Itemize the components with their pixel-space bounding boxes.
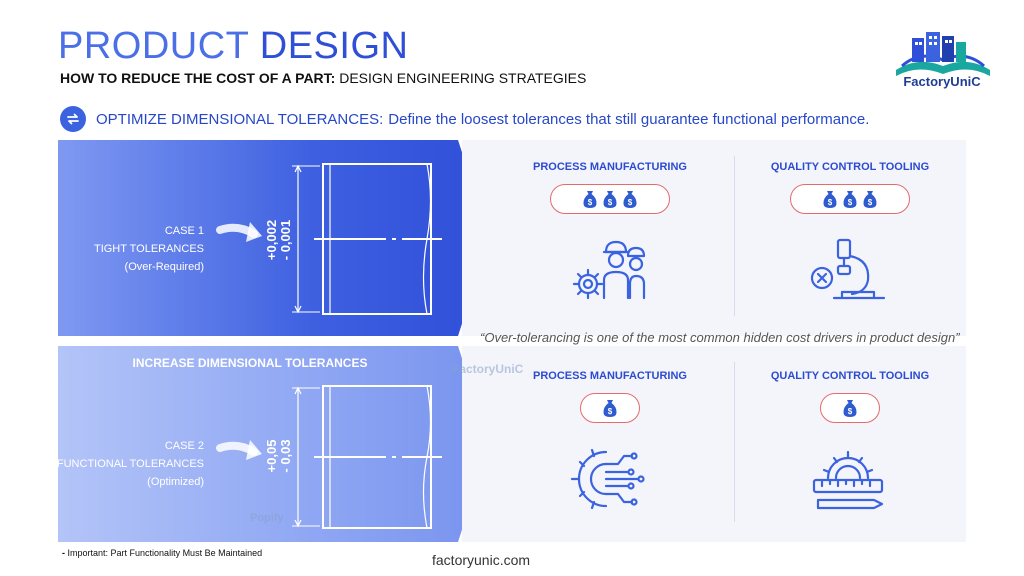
svg-text:$: $ xyxy=(628,198,633,207)
arrow-head-icon xyxy=(246,440,262,460)
svg-text:$: $ xyxy=(608,198,613,207)
footnote: - Important: Part Functionality Must Be … xyxy=(62,548,262,558)
case2-part-drawing: +0,05 - 0,03 xyxy=(216,385,442,529)
case2-quality-heading: QUALITY CONTROL TOOLING xyxy=(770,370,930,382)
case2-cost-panel xyxy=(462,346,966,542)
factoryunic-logo-icon xyxy=(896,32,990,76)
watermark-text: FactoryUniC xyxy=(452,362,524,376)
increase-tolerances-heading: INCREASE DIMENSIONAL TOLERANCES xyxy=(132,356,368,370)
svg-text:$: $ xyxy=(848,198,853,207)
panel-divider xyxy=(734,156,735,316)
money-bag-icon: $ xyxy=(843,191,857,208)
gear-circuit-icon xyxy=(570,448,645,510)
case1-tolerance-type: TIGHT TOLERANCES xyxy=(93,243,204,255)
microscope-icon xyxy=(810,238,886,300)
arrow-head-icon xyxy=(246,222,262,242)
svg-text:$: $ xyxy=(848,407,853,416)
case2-tolerance-plus: +0,05 xyxy=(264,440,279,473)
footnote-bullet: - xyxy=(62,548,65,558)
case2-quality-cost-pill: $ xyxy=(820,393,880,423)
optimize-row: OPTIMIZE DIMENSIONAL TOLERANCES: Define … xyxy=(60,104,869,134)
case1-part-drawing: +0,002 - 0,001 xyxy=(216,163,442,315)
case1-cost-panel xyxy=(462,140,966,336)
svg-text:$: $ xyxy=(588,198,593,207)
logo-text: FactoryUniC xyxy=(903,74,981,89)
money-bag-icon: $ xyxy=(843,400,857,417)
case1-title: CASE 1 xyxy=(164,225,204,237)
case2-tolerance-type: FUNCTIONAL TOLERANCES xyxy=(56,458,204,470)
money-bag-icon: $ xyxy=(863,191,877,208)
case1-note: (Over-Required) xyxy=(124,261,204,273)
workers-gear-icon xyxy=(572,240,646,300)
case2-band xyxy=(58,346,490,542)
case1-label: CASE 1 TIGHT TOLERANCES (Over-Required) xyxy=(54,222,204,276)
money-bag-icon: $ xyxy=(623,191,637,208)
case2-process-cost-pill: $ xyxy=(580,393,640,423)
panel-divider xyxy=(734,362,735,522)
watermark-text: Popify xyxy=(250,512,284,524)
subtitle-bold: HOW TO REDUCE THE COST OF A PART: xyxy=(60,70,336,86)
case1-process-heading: PROCESS MANUFACTURING xyxy=(532,161,687,173)
case2-tolerance-minus: - 0,03 xyxy=(278,439,293,472)
case1-process-cost-pill: $ $ $ xyxy=(550,184,670,214)
case2-process-heading: PROCESS MANUFACTURING xyxy=(532,370,687,382)
title-part1: PRODUCT xyxy=(58,25,249,67)
case1-tolerance-plus: +0,002 xyxy=(264,220,279,260)
ruler-gear-icon xyxy=(812,450,884,510)
optimize-text: Define the loosest tolerances that still… xyxy=(388,110,870,128)
svg-text:$: $ xyxy=(608,407,613,416)
case2-title: CASE 2 xyxy=(164,440,204,452)
quote-text: “Over-tolerancing is one of the most com… xyxy=(480,330,960,345)
money-bag-icon: $ xyxy=(603,191,617,208)
page-subtitle: HOW TO REDUCE THE COST OF A PART: DESIGN… xyxy=(60,70,586,86)
case1-tolerance-minus: - 0,001 xyxy=(278,220,293,260)
case1-quality-cost-pill: $ $ $ xyxy=(790,184,910,214)
footnote-text: Important: Part Functionality Must Be Ma… xyxy=(67,548,263,558)
svg-text:$: $ xyxy=(828,198,833,207)
optimize-heading: OPTIMIZE DIMENSIONAL TOLERANCES: xyxy=(96,110,384,128)
money-bag-icon: $ xyxy=(823,191,837,208)
title-part2: DESIGN xyxy=(259,25,409,67)
case2-note: (Optimized) xyxy=(147,476,204,488)
case2-label: CASE 2 FUNCTIONAL TOLERANCES (Optimized) xyxy=(54,437,204,491)
case1-quality-heading: QUALITY CONTROL TOOLING xyxy=(770,161,930,173)
swap-arrows-icon xyxy=(60,106,86,132)
money-bag-icon: $ xyxy=(603,400,617,417)
page-title: PRODUCT DESIGN xyxy=(58,24,408,68)
subtitle-rest: DESIGN ENGINEERING STRATEGIES xyxy=(339,70,587,86)
footer-url: factoryunic.com xyxy=(432,552,531,568)
money-bag-icon: $ xyxy=(583,191,597,208)
svg-text:$: $ xyxy=(868,198,873,207)
